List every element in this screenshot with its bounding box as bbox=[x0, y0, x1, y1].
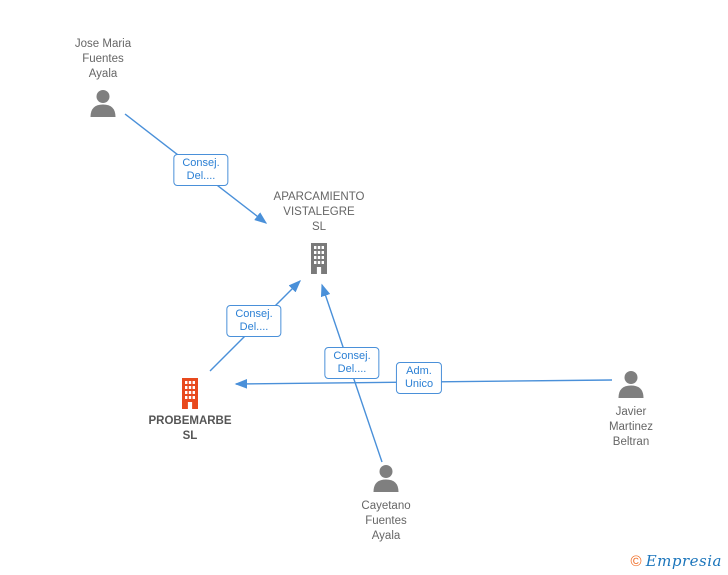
relationship-label-line: Consej. bbox=[182, 157, 220, 169]
node-label-line: APARCAMIENTO bbox=[273, 191, 365, 203]
node-label-line: PROBEMARBE bbox=[148, 415, 232, 427]
node-label-line: SL bbox=[311, 221, 327, 233]
node-label-line: Martinez bbox=[608, 421, 654, 433]
copyright-symbol: © bbox=[630, 553, 642, 570]
edge-cayetano-to-aparcamiento-label[interactable]: Consej.Del.... bbox=[324, 347, 380, 379]
person-icon[interactable] bbox=[615, 368, 647, 405]
relationship-label-line: Del.... bbox=[239, 321, 269, 333]
building-icon[interactable] bbox=[173, 375, 207, 414]
brand-name: Empresia bbox=[645, 552, 722, 570]
node-label-line: Ayala bbox=[88, 68, 118, 80]
edge-jose-to-aparcamiento-label[interactable]: Consej.Del.... bbox=[173, 154, 229, 186]
node-label-line: Ayala bbox=[371, 530, 401, 542]
edge-probemarbe-to-aparcamiento-label[interactable]: Consej.Del.... bbox=[226, 305, 282, 337]
person-icon[interactable] bbox=[87, 87, 119, 124]
node-label-probemarbe-sl: PROBEMARBE SL bbox=[148, 414, 231, 444]
node-label-aparcamiento-vistalegre-sl: APARCAMIENTO VISTALEGRE SL bbox=[274, 190, 365, 235]
node-label-line: Jose Maria bbox=[74, 38, 132, 50]
node-label-line: Cayetano bbox=[361, 500, 411, 512]
building-icon[interactable] bbox=[302, 240, 336, 279]
person-icon[interactable] bbox=[370, 462, 402, 499]
relationship-label-line: Unico bbox=[404, 378, 434, 390]
relationship-label-line: Del.... bbox=[337, 363, 367, 375]
node-label-line: SL bbox=[182, 430, 198, 442]
node-label-line: Fuentes bbox=[82, 53, 124, 65]
node-label-line: VISTALEGRE bbox=[283, 206, 355, 218]
edge-javier-to-probemarbe-label[interactable]: Adm.Unico bbox=[395, 362, 443, 394]
brand-watermark[interactable]: © Empresia bbox=[631, 552, 723, 570]
relationship-label-line: Consej. bbox=[333, 350, 371, 362]
relationship-label-line: Consej. bbox=[235, 308, 273, 320]
node-label-line: Fuentes bbox=[365, 515, 407, 527]
relationship-label-line: Adm. bbox=[406, 365, 432, 377]
node-label-line: Beltran bbox=[612, 436, 650, 448]
relationship-label-line: Del.... bbox=[186, 170, 216, 182]
node-label-line: Javier bbox=[615, 406, 647, 418]
